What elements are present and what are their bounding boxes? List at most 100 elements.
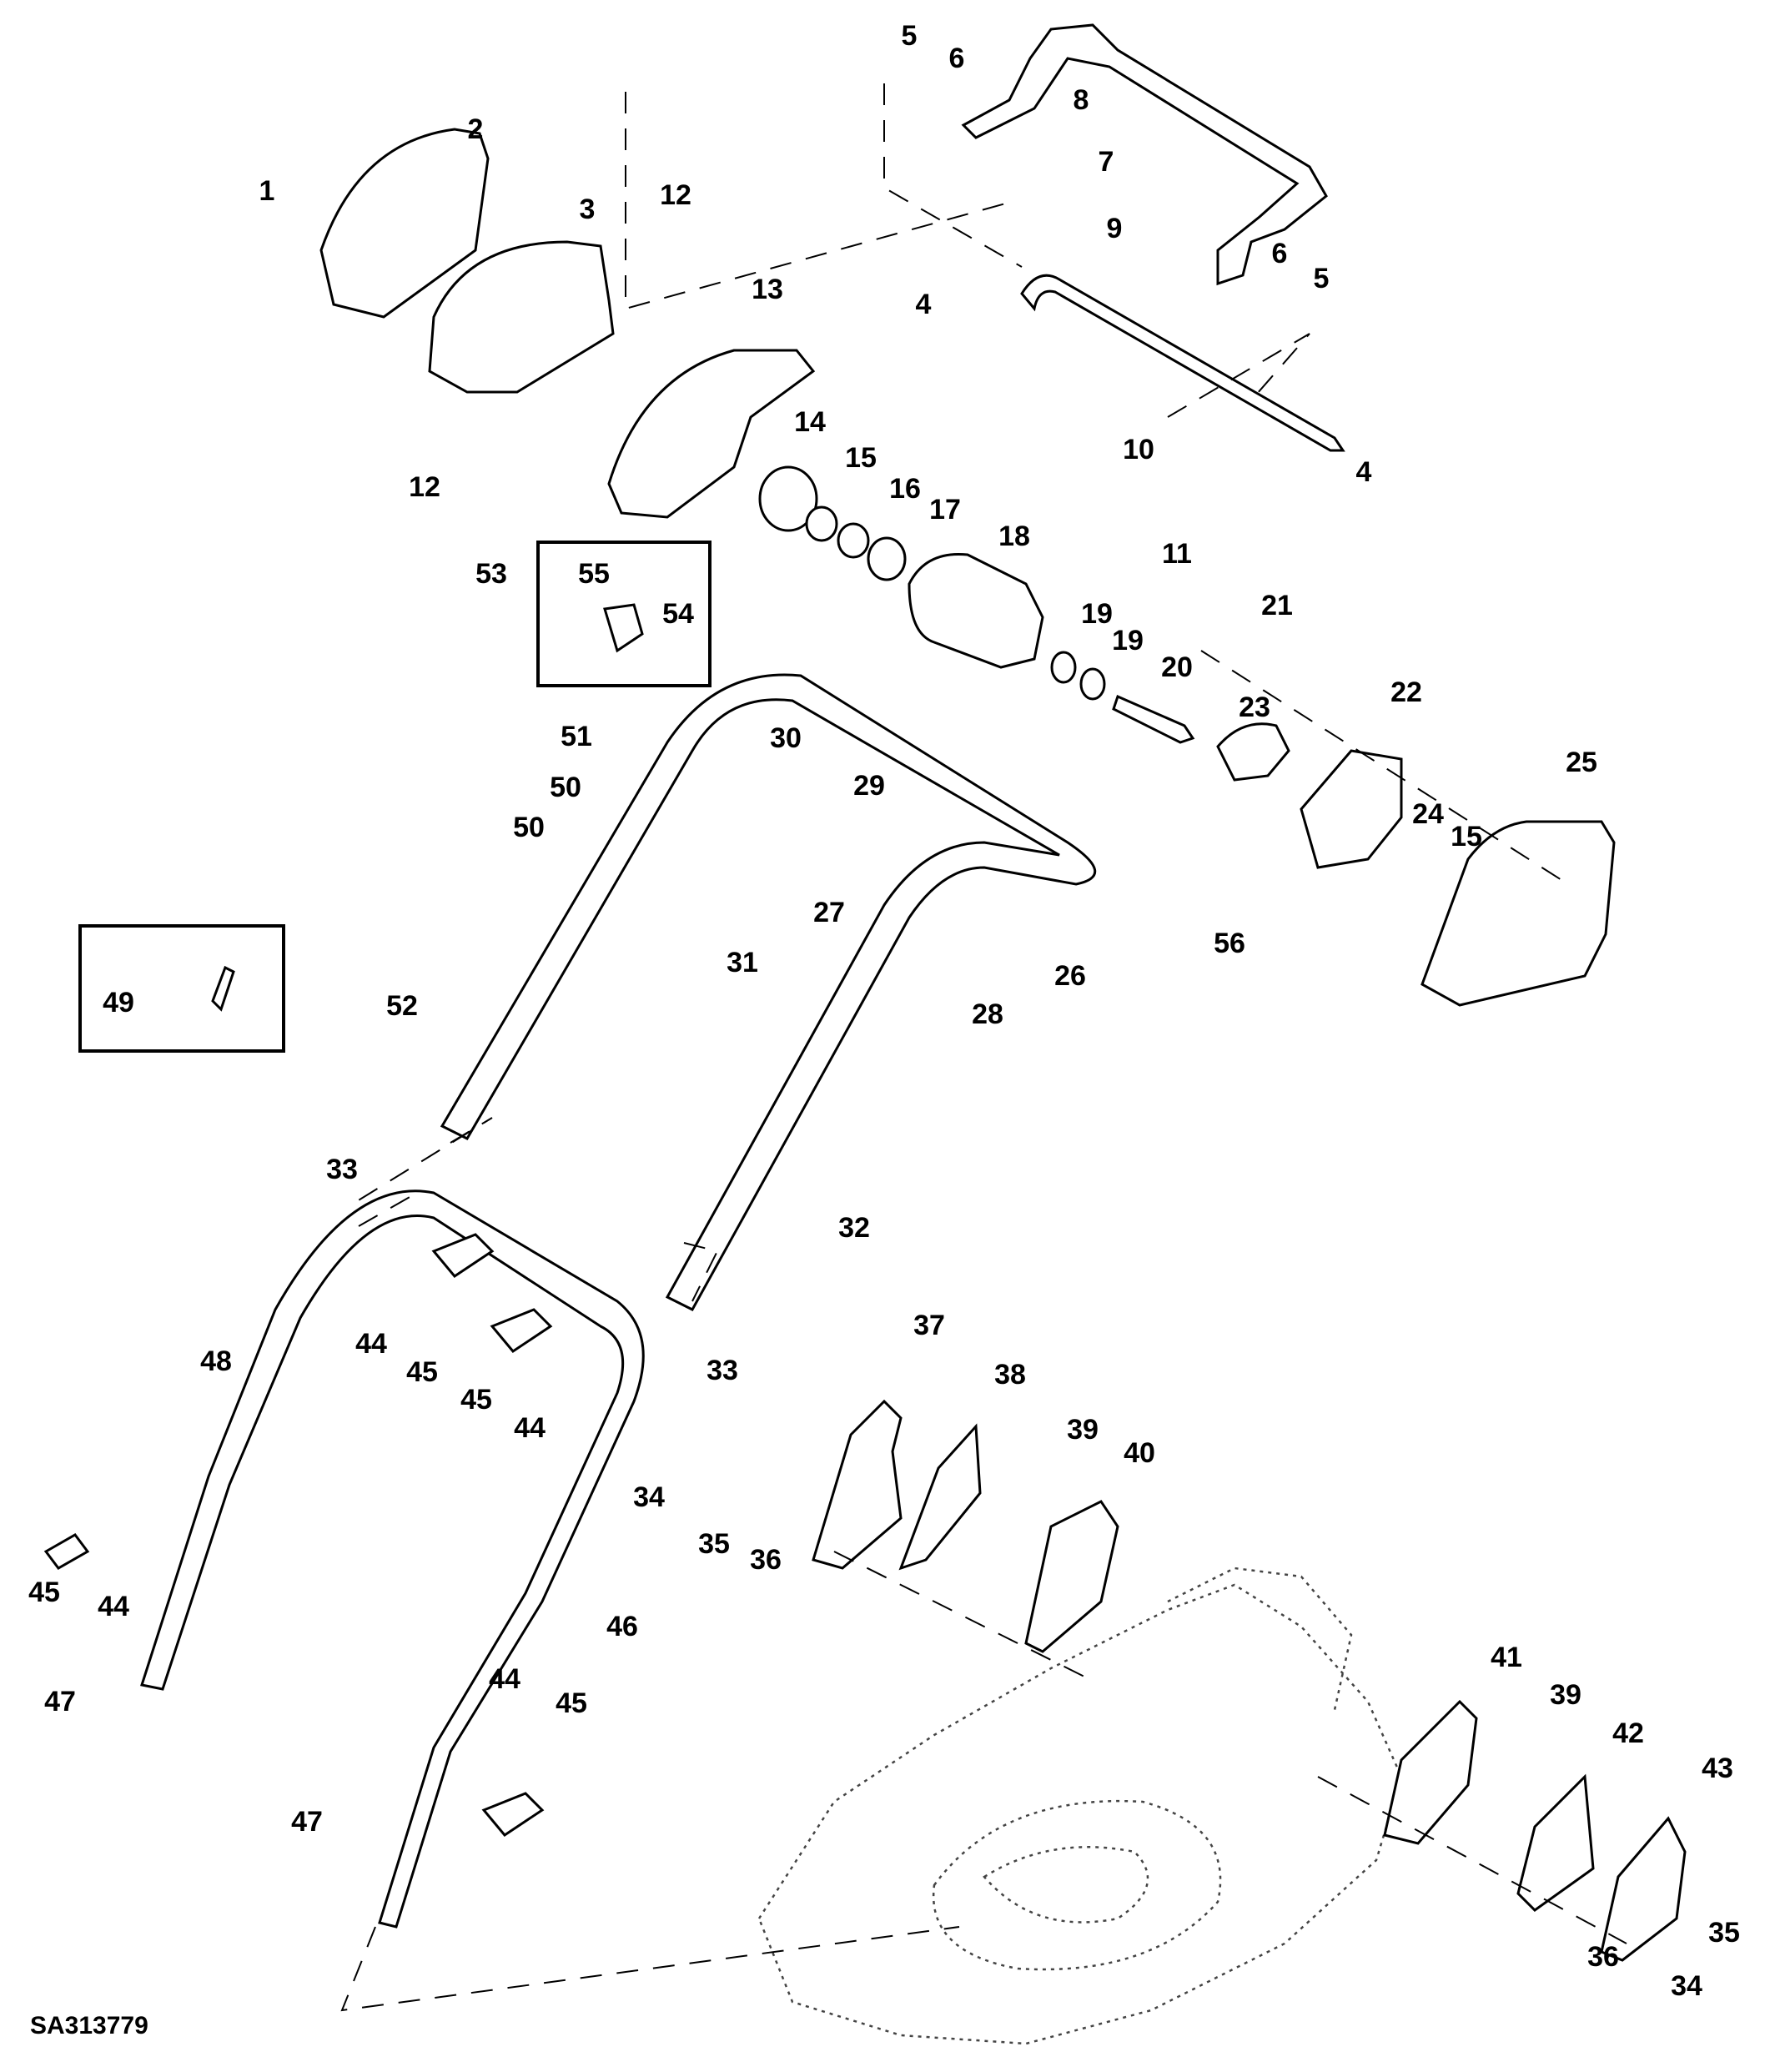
callout-c33a: 33	[326, 1154, 358, 1185]
callout-c31: 31	[727, 947, 758, 978]
callout-c30: 30	[770, 722, 802, 754]
callout-c8: 8	[1073, 84, 1089, 116]
callout-c54: 54	[662, 598, 694, 630]
callout-c23: 23	[1239, 692, 1270, 723]
upper-handle	[440, 673, 1096, 1311]
callout-c44b: 44	[514, 1412, 546, 1444]
part-17	[867, 536, 907, 581]
callout-c9: 9	[1106, 213, 1123, 244]
callout-c27: 27	[813, 897, 845, 928]
callout-c41: 41	[1491, 1642, 1522, 1673]
callout-c52: 52	[386, 990, 418, 1022]
cover-part-3	[428, 240, 615, 394]
part-19a	[1050, 651, 1077, 684]
callout-c43: 43	[1702, 1753, 1733, 1784]
callout-c15a: 15	[845, 442, 877, 474]
callout-c29: 29	[853, 770, 885, 802]
callout-c20: 20	[1161, 651, 1193, 683]
callout-c39b: 39	[1550, 1679, 1581, 1711]
inset-box-49	[78, 924, 285, 1053]
part-15	[805, 505, 838, 542]
callout-c47b: 47	[291, 1806, 323, 1838]
callout-c15b: 15	[1451, 821, 1482, 852]
callout-c12b: 12	[409, 471, 440, 503]
callout-c46: 46	[606, 1611, 638, 1642]
callout-c7: 7	[1098, 146, 1114, 178]
part-18	[908, 552, 1044, 669]
cover-part-2	[319, 128, 490, 319]
part-38	[898, 1423, 982, 1571]
callout-c53: 53	[475, 558, 507, 590]
callout-c47a: 47	[44, 1686, 76, 1717]
part-37	[812, 1399, 903, 1570]
callout-c38: 38	[994, 1359, 1026, 1391]
callout-c12a: 12	[660, 179, 691, 211]
callout-c4b: 4	[1355, 456, 1372, 488]
callout-c6b: 6	[1271, 238, 1288, 269]
part-20	[1112, 694, 1195, 744]
part-14	[758, 465, 818, 532]
callout-c36b: 36	[1587, 1941, 1619, 1973]
bail-bar	[961, 23, 1328, 286]
callout-c40: 40	[1124, 1437, 1155, 1469]
callout-c35a: 35	[698, 1528, 730, 1560]
callout-c39a: 39	[1067, 1414, 1099, 1446]
callout-c44c: 44	[98, 1591, 129, 1622]
callout-c45c: 45	[28, 1577, 60, 1608]
lower-handle	[140, 1189, 645, 1929]
callout-c44a: 44	[355, 1328, 387, 1360]
callout-c37: 37	[913, 1310, 945, 1341]
callout-c56: 56	[1214, 928, 1245, 959]
diagram-reference-code: SA313779	[30, 2012, 148, 2039]
callout-c17: 17	[929, 494, 961, 526]
callout-c51: 51	[561, 721, 592, 752]
part-55	[603, 603, 644, 653]
callout-c45d: 45	[556, 1687, 587, 1719]
callout-c16: 16	[889, 473, 921, 505]
cover-part-25	[1421, 820, 1616, 1007]
assembly-lines	[340, 83, 1627, 2012]
callout-c49: 49	[103, 987, 134, 1018]
callout-c5a: 5	[901, 20, 918, 52]
knob-45c	[43, 1533, 90, 1570]
part-23	[1216, 722, 1290, 782]
callout-c1: 1	[259, 175, 275, 207]
callout-c33b: 33	[706, 1355, 738, 1386]
callout-c44d: 44	[489, 1663, 520, 1695]
callout-c18: 18	[998, 521, 1030, 552]
part-42	[1516, 1773, 1595, 1912]
callout-c25: 25	[1566, 747, 1597, 778]
inset-box-53	[536, 541, 712, 687]
part-40	[1024, 1500, 1119, 1653]
knob-45d	[481, 1792, 545, 1837]
callout-c28: 28	[972, 998, 1003, 1030]
callout-c13: 13	[752, 274, 783, 305]
callout-c26: 26	[1054, 960, 1086, 992]
callout-c34b: 34	[1671, 1970, 1702, 2002]
mower-deck-outline	[757, 1567, 1403, 2045]
callout-c22: 22	[1390, 676, 1422, 708]
part-16	[837, 522, 870, 559]
callout-c35b: 35	[1708, 1917, 1740, 1949]
callout-c36a: 36	[750, 1544, 782, 1576]
part-22	[1300, 749, 1403, 869]
callout-c4a: 4	[915, 289, 932, 320]
part-19b	[1079, 667, 1106, 701]
callout-c2: 2	[467, 113, 484, 145]
part-49	[211, 965, 235, 1012]
callout-c34a: 34	[633, 1481, 665, 1513]
callout-c48: 48	[200, 1345, 232, 1377]
part-43	[1600, 1816, 1687, 1962]
callout-c14: 14	[794, 406, 826, 438]
cover-part-13	[607, 349, 816, 519]
callout-c55: 55	[578, 558, 610, 590]
callout-c19b: 19	[1112, 625, 1144, 656]
callout-c50a: 50	[550, 772, 581, 803]
callout-c32: 32	[838, 1212, 870, 1244]
callout-c6a: 6	[948, 43, 965, 74]
part-41	[1383, 1699, 1478, 1845]
callout-c45a: 45	[406, 1356, 438, 1388]
link-rod	[1020, 274, 1345, 452]
callout-c24: 24	[1412, 798, 1444, 830]
callout-c50b: 50	[513, 812, 545, 843]
